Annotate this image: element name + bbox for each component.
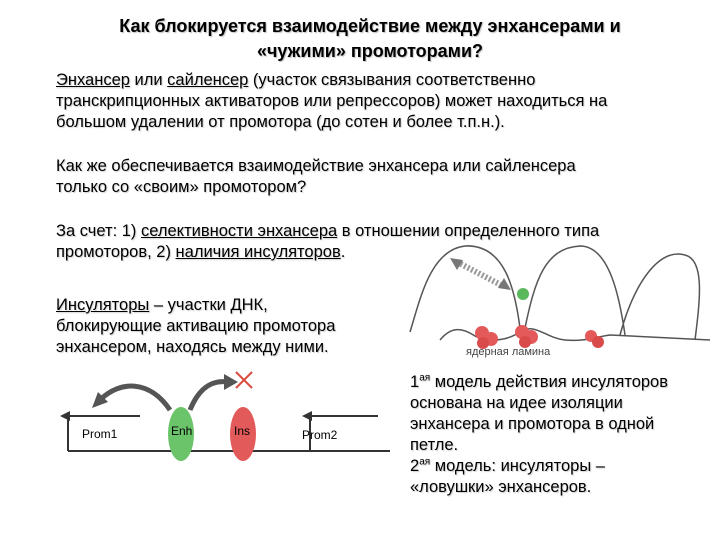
term-insulators: Инсуляторы: [56, 296, 150, 314]
para2-line-1: Как же обеспечивается взаимодействие энх…: [56, 157, 576, 175]
para3-prefix: За счет: 1): [56, 222, 141, 240]
bead-8: [592, 336, 604, 348]
para3-line-2: промоторов, 2) наличия инсуляторов.: [56, 242, 706, 263]
model-2-suffix: ая: [419, 456, 431, 468]
paragraph-enhancer-distance: Энхансер или сайленсер (участок связыван…: [56, 70, 706, 133]
prom2-label: Prom2: [302, 428, 338, 442]
para4-line-3: энхансером, находясь между ними.: [56, 338, 329, 356]
model-1-line-3: энхансера и промотора в одной: [410, 415, 655, 433]
term-enhancer: Энхансер: [56, 71, 130, 89]
insulator-element: [230, 407, 256, 461]
model-1-text: модель действия инсуляторов: [430, 373, 669, 391]
interaction-arrow-head-right: [498, 278, 511, 290]
dna-loop-right: [619, 253, 701, 341]
para3-line2-prefix: промоторов, 2): [56, 243, 176, 261]
model-2-text: модель: инсуляторы –: [430, 457, 605, 475]
title-line-2: «чужими» промоторами?: [256, 41, 484, 61]
small-green-bead: [517, 288, 529, 300]
term-insulators-presence: наличия инсуляторов: [175, 243, 341, 261]
model-2-number: 2: [410, 457, 420, 475]
para1-line-1: Энхансер или сайленсер (участок связыван…: [56, 70, 706, 91]
model-1-suffix: ая: [419, 372, 431, 384]
model-1-line-4: петле.: [410, 436, 459, 454]
term-selectivity: селективности энхансера: [141, 222, 338, 240]
para1-rest: (участок связывания соответственно: [248, 71, 536, 89]
bead-3: [477, 337, 489, 349]
paragraph-question: Как же обеспечивается взаимодействие энх…: [56, 156, 706, 198]
paragraph-insulators: Инсуляторы – участки ДНК, блокирующие ак…: [56, 295, 386, 358]
para1-line-2: транскрипционных активаторов или репресс…: [56, 92, 608, 110]
term-silencer: сайленсер: [167, 71, 249, 89]
bead-6: [519, 336, 531, 348]
enh-label: Enh: [171, 424, 193, 438]
para2-line-2: только со «своим» промотором?: [56, 178, 307, 196]
activation-arrow-right: [187, 379, 229, 411]
chromatin-loop-figure: [409, 245, 711, 349]
dna-loop-left: [409, 245, 521, 333]
activation-arrow-left-head: [92, 392, 108, 408]
dna-loop-middle: [524, 245, 626, 336]
activation-arrow-left: [98, 383, 173, 412]
para1-or: или: [129, 71, 168, 89]
model-1-number: 1: [410, 373, 420, 391]
model-2-line-2: «ловушки» энхансеров.: [410, 478, 592, 496]
title-line-1: Как блокируется взаимодействие между энх…: [119, 16, 621, 36]
page-title: Как блокируется взаимодействие между энх…: [40, 14, 700, 64]
interaction-arrow-head-left: [450, 258, 463, 270]
nuclear-lamina-label: ядерная ламина: [466, 346, 551, 358]
para3-line-1: За счет: 1) селективности энхансера в от…: [56, 221, 706, 242]
para3-rest: в отношении определенного типа: [337, 222, 600, 240]
para4-line-1: Инсуляторы – участки ДНК,: [56, 295, 386, 316]
prom1-arrowhead: [60, 411, 70, 421]
ins-label: Ins: [234, 424, 251, 438]
block-cross-line-2: [235, 371, 253, 389]
paragraph-answer: За счет: 1) селективности энхансера в от…: [56, 221, 706, 263]
model-1-line-2: основана на идее изоляции: [410, 394, 623, 412]
prom2-arrowhead: [302, 411, 312, 421]
insulator-scheme: [60, 371, 390, 461]
prom1-label: Prom1: [82, 427, 118, 441]
interaction-arrow-shaft: [455, 259, 505, 289]
para1-line-3: большом удалении от промотора (до сотен …: [56, 113, 505, 131]
para4-rest: – участки ДНК,: [149, 296, 268, 314]
para3-line2-suffix: .: [340, 243, 346, 261]
models-description: 1ая модель действия инсуляторов основана…: [410, 372, 715, 498]
enhancer-element: [168, 407, 194, 461]
model-1-line-1: 1ая модель действия инсуляторов: [410, 372, 715, 393]
para4-line-2: блокирующие активацию промотора: [56, 317, 336, 335]
activation-arrow-right-head: [224, 374, 238, 390]
model-2-line-1: 2ая модель: инсуляторы –: [410, 456, 715, 477]
